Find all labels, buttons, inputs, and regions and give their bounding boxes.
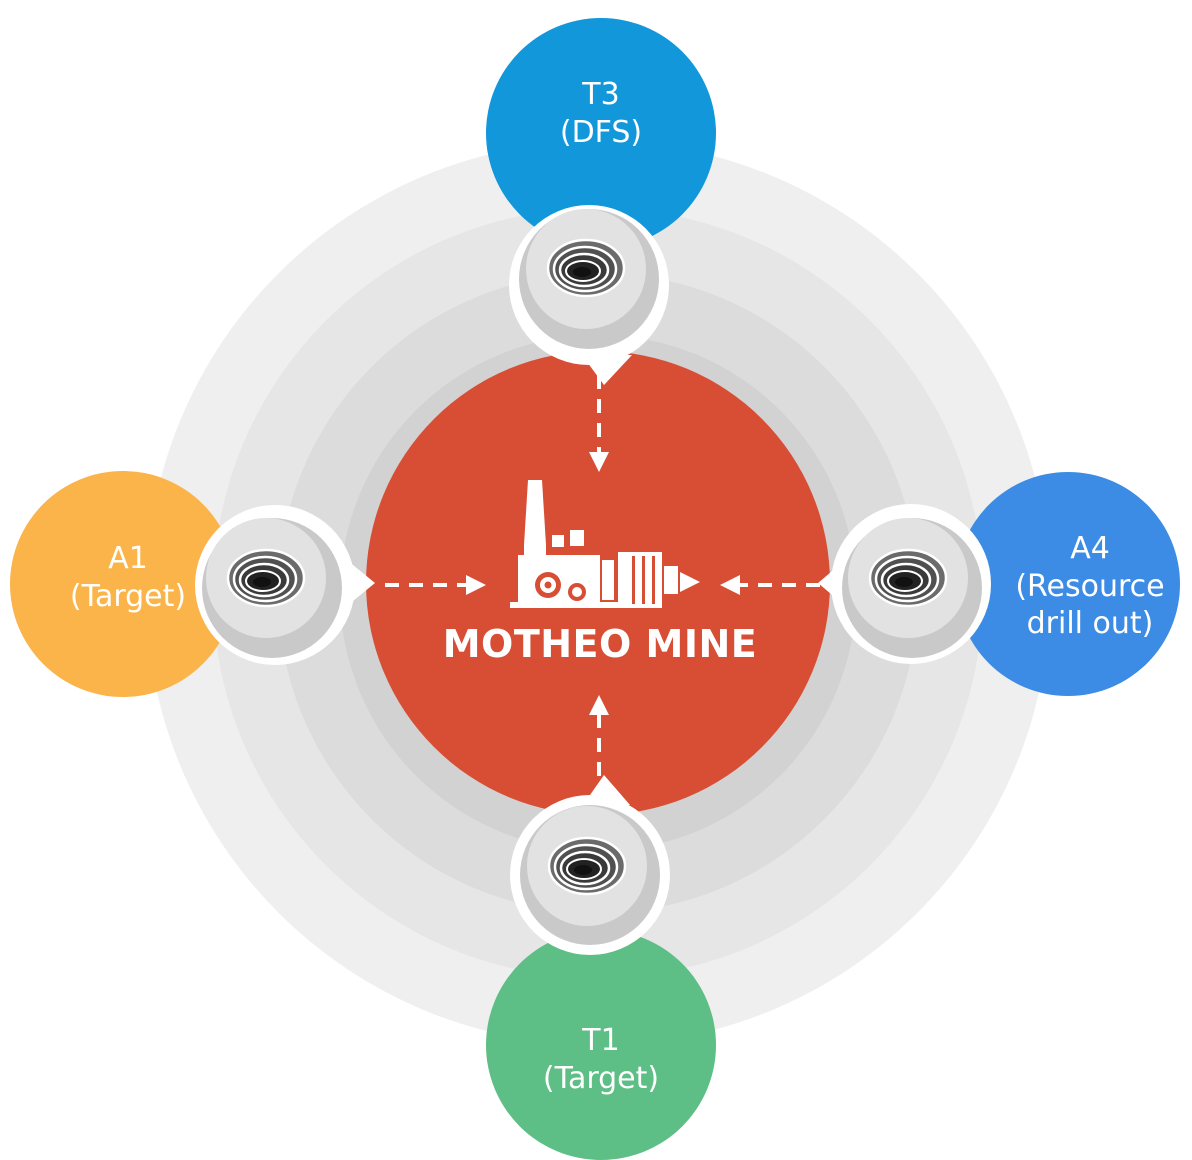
node-a1-label: A1 (Target) <box>38 540 218 615</box>
node-t3-label: T3 (DFS) <box>501 76 701 151</box>
node-t1-label: T1 (Target) <box>501 1022 701 1097</box>
node-t1-line2: (Target) <box>542 1060 660 1096</box>
node-a4-line2: (Resource <box>1015 568 1165 604</box>
node-t3-line1: T3 <box>582 77 620 112</box>
connector-right <box>818 504 991 664</box>
node-a4-circle <box>956 472 1180 696</box>
node-a1-line2: (Target) <box>69 578 187 614</box>
drill-hole-icon-top <box>546 238 626 298</box>
node-a4-line1: A4 <box>1070 531 1110 566</box>
arrows <box>385 375 820 800</box>
node-a1-line1: A1 <box>108 541 148 576</box>
node-t1-line1: T1 <box>582 1023 620 1058</box>
center-title: MOTHEO MINE <box>442 622 758 666</box>
node-t3-line2: (DFS) <box>559 114 643 150</box>
connector-left <box>195 505 375 665</box>
node-t3-circle <box>486 18 716 248</box>
node-a1-circle <box>10 471 236 697</box>
connector-bottom <box>510 775 670 955</box>
drill-hole-icon-left <box>226 548 306 608</box>
connector-top <box>509 205 669 385</box>
drill-hole-icon-right <box>868 548 948 608</box>
drill-hole-icon-bottom <box>547 836 627 896</box>
factory-icon <box>510 480 700 608</box>
node-t1-circle <box>486 930 716 1160</box>
node-a4-line3: drill out) <box>1026 606 1154 641</box>
node-a4-label: A4 (Resource drill out) <box>990 530 1190 643</box>
